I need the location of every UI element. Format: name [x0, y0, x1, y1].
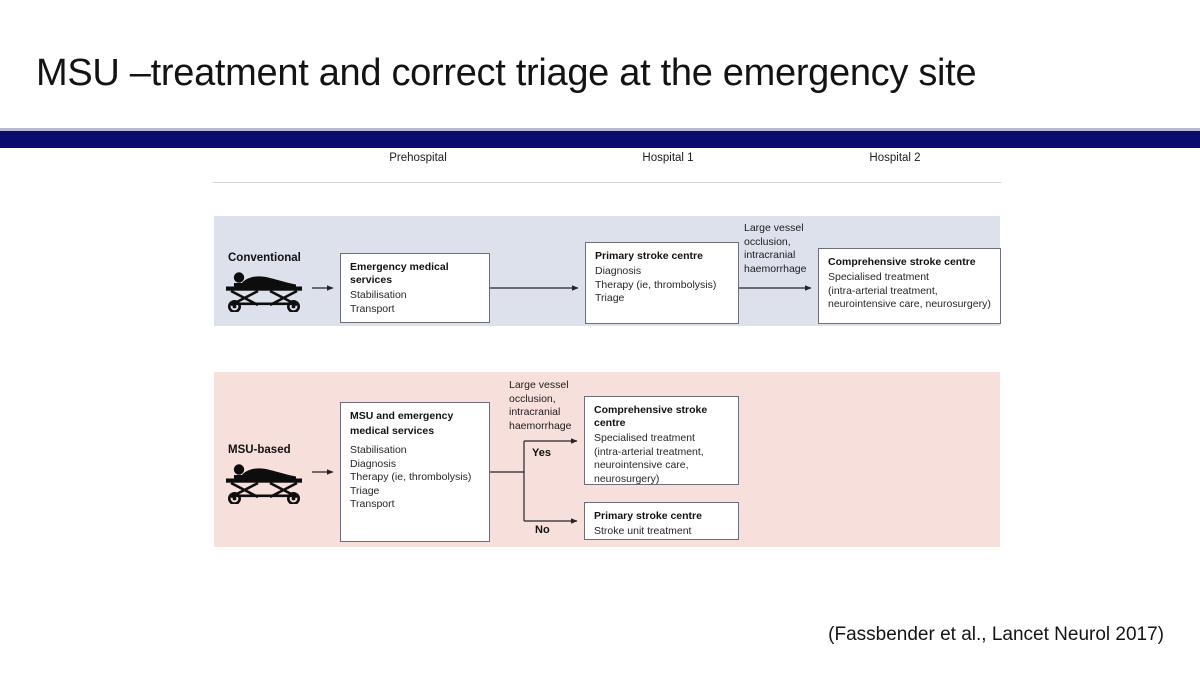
box-line: Transport	[350, 498, 395, 510]
box-emergency-medical-services: Emergency medical services Stabilisation…	[340, 253, 490, 323]
column-header-hospital-2: Hospital 2	[869, 152, 921, 164]
box-title: Emergency medical services	[350, 261, 449, 286]
box-comprehensive-stroke-centre-msu: Comprehensive stroke centre Specialised …	[584, 396, 739, 485]
box-line: Stabilisation	[350, 289, 407, 301]
caption-line: intracranial	[509, 406, 561, 418]
title-divider-bar	[0, 128, 1200, 148]
box-comprehensive-stroke-centre-conventional: Comprehensive stroke centre Specialised …	[818, 248, 1001, 324]
box-title: Primary stroke centre	[594, 510, 702, 522]
page-title: MSU –treatment and correct triage at the…	[36, 52, 977, 94]
box-primary-stroke-centre-msu: Primary stroke centre Stroke unit treatm…	[584, 502, 739, 540]
caption-large-vessel-occlusion-msu: Large vessel occlusion, intracranial hae…	[509, 379, 571, 433]
caption-line: Large vessel	[509, 379, 569, 391]
box-title: Primary stroke centre	[595, 250, 703, 262]
caption-line: occlusion,	[744, 235, 791, 248]
caption-line: intracranial	[744, 249, 796, 261]
caption-line: occlusion,	[509, 392, 556, 405]
box-line: (intra-arterial treatment,	[828, 284, 938, 297]
box-line: neurointensive care, neurosurgery)	[828, 298, 991, 310]
row-label-conventional: Conventional	[228, 252, 301, 264]
box-line: neurointensive care,	[594, 459, 689, 471]
box-line: Specialised treatment	[828, 271, 929, 283]
box-line: Therapy (ie, thrombolysis)	[595, 278, 717, 291]
box-line: Stabilisation	[350, 444, 407, 456]
column-header-prehospital: Prehospital	[389, 152, 447, 164]
box-msu-and-emergency-medical-services: MSU and emergency medical services Stabi…	[340, 402, 490, 542]
citation-text: (Fassbender et al., Lancet Neurol 2017)	[828, 624, 1164, 645]
box-title: Comprehensive stroke centre	[828, 256, 976, 268]
box-line: Therapy (ie, thrombolysis)	[350, 471, 472, 483]
box-line: Triage	[350, 484, 380, 497]
caption-line: Large vessel	[744, 222, 804, 234]
column-header-hospital-1: Hospital 1	[642, 152, 694, 164]
box-line: neurosurgery)	[594, 472, 660, 485]
box-line: Stroke unit treatment	[594, 525, 692, 537]
box-line: Diagnosis	[350, 457, 397, 470]
box-line: Transport	[350, 302, 395, 315]
branch-label-yes: Yes	[532, 447, 551, 459]
box-title: medical services	[350, 425, 435, 437]
box-primary-stroke-centre-conventional: Primary stroke centre Diagnosis Therapy …	[585, 242, 739, 324]
box-line: Triage	[595, 292, 625, 304]
header-rule-divider	[213, 182, 1001, 183]
caption-large-vessel-occlusion-conventional: Large vessel occlusion, intracranial hae…	[744, 222, 806, 276]
branch-label-no: No	[535, 524, 550, 536]
caption-line: haemorrhage	[509, 419, 572, 432]
patient-on-stretcher-icon	[226, 272, 302, 312]
box-line: (intra-arterial treatment,	[594, 445, 704, 458]
box-title: Comprehensive stroke centre	[594, 404, 708, 429]
box-line: Specialised treatment	[594, 432, 695, 444]
caption-line: haemorrhage	[744, 262, 807, 275]
row-label-msu-based: MSU-based	[228, 444, 291, 456]
box-line: Diagnosis	[595, 265, 642, 277]
patient-on-stretcher-icon	[226, 464, 302, 504]
box-title: MSU and emergency	[350, 410, 454, 422]
figure-container: Prehospital Hospital 1 Hospital 2 Conven…	[0, 152, 1200, 572]
